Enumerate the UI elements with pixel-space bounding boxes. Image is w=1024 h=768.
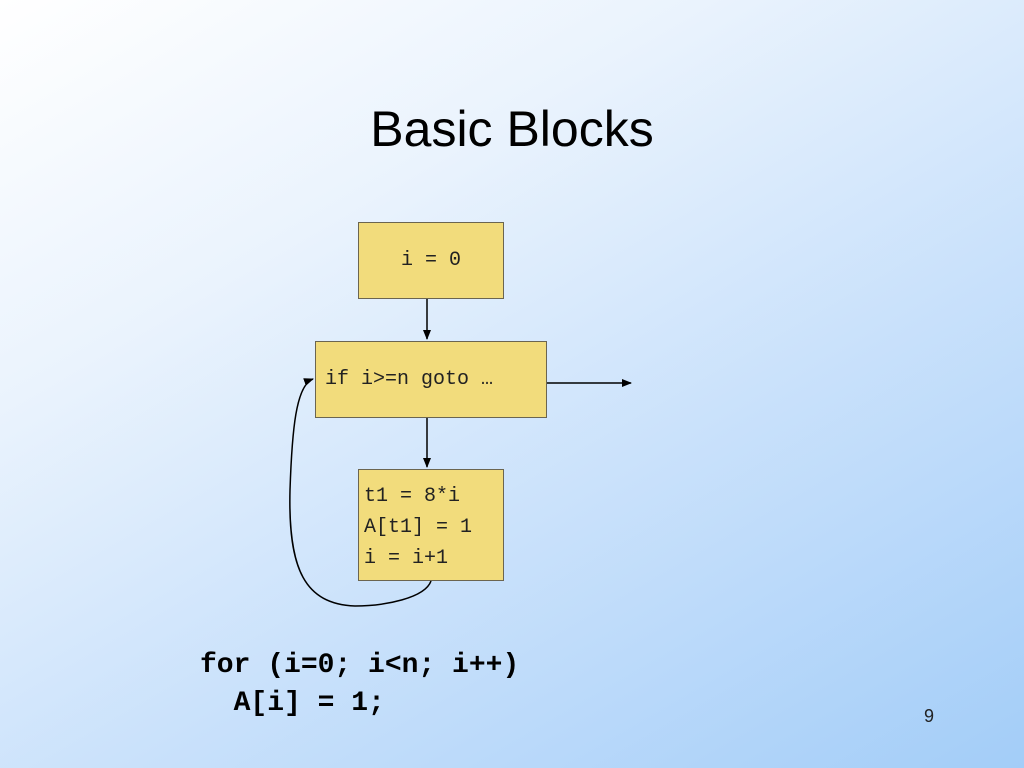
basic-block-loop-body: t1 = 8*i A[t1] = 1 i = i+1 [358, 469, 504, 581]
block-body-line: i = i+1 [364, 547, 449, 570]
source-code: for (i=0; i<n; i++) A[i] = 1; [200, 647, 519, 723]
block-body-line: A[t1] = 1 [364, 516, 473, 539]
slide-title: Basic Blocks [370, 101, 654, 157]
block-condition-text: if i>=n goto … [325, 368, 494, 391]
block-body-line: t1 = 8*i [364, 485, 461, 508]
code-line-for: for (i=0; i<n; i++) [200, 650, 520, 681]
basic-block-condition: if i>=n goto … [315, 341, 547, 418]
block-init-text: i = 0 [400, 249, 461, 272]
basic-block-init: i = 0 [358, 222, 504, 299]
code-line-body: A[i] = 1; [200, 688, 385, 719]
slide-page-number: 9 [924, 706, 935, 726]
